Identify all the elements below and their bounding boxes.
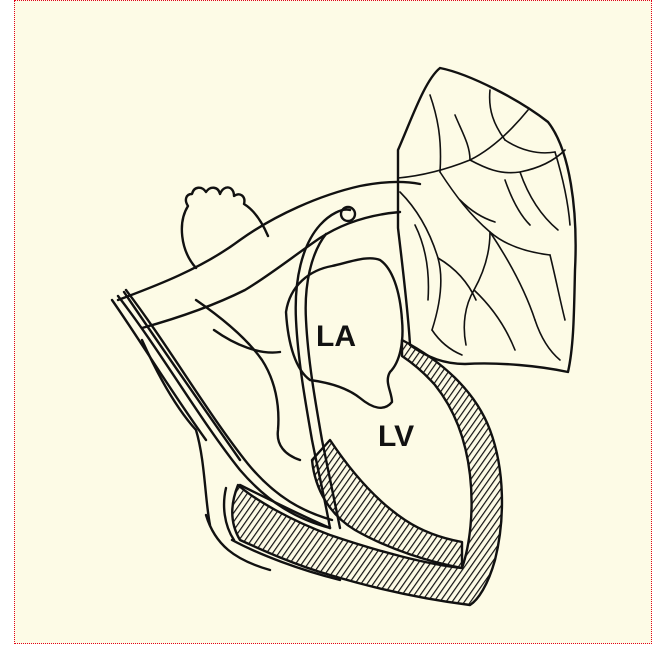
pulmonary-artery bbox=[118, 182, 420, 300]
lung-outline bbox=[398, 68, 576, 372]
label-left-atrium: LA bbox=[316, 320, 356, 353]
aortic-arch bbox=[182, 187, 268, 268]
lung-vessels bbox=[398, 90, 570, 360]
label-left-ventricle: LV bbox=[378, 420, 414, 453]
